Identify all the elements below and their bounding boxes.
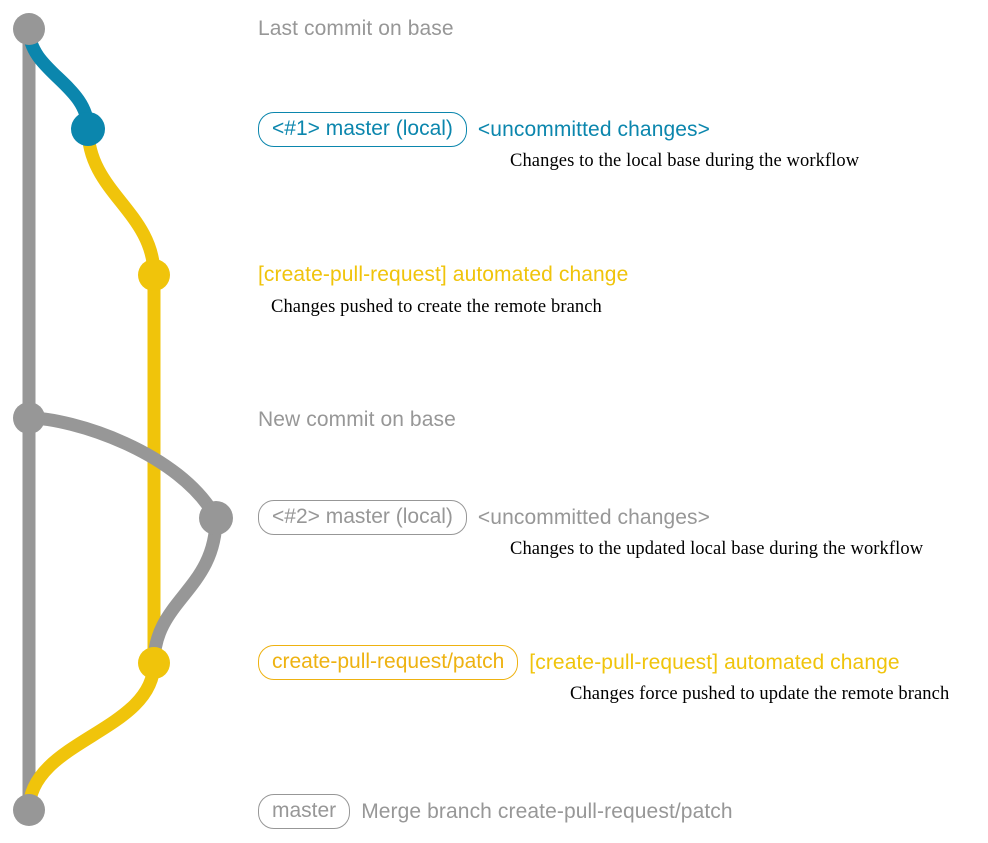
node-merge-commit <box>13 794 45 826</box>
node-remote-commit-1 <box>138 259 170 291</box>
node-remote-commit-2 <box>138 647 170 679</box>
desc-local-commit-2: Changes to the updated local base during… <box>510 539 924 559</box>
label-last-commit-on-base: Last commit on base <box>258 17 454 40</box>
desc-automated-change-2: Changes force pushed to update the remot… <box>570 684 950 704</box>
local-branch-line-1 <box>22 22 95 136</box>
desc-automated-change-1: Changes pushed to create the remote bran… <box>271 297 602 317</box>
remote-branch-line-1 <box>81 122 161 670</box>
label-uncommitted-changes-2: <uncommitted changes> <box>477 505 710 529</box>
node-base-commit-middle <box>13 402 45 434</box>
badge-master-local-2[interactable]: <#2> master (local) <box>258 500 467 535</box>
local-branch-line-2 <box>22 411 223 525</box>
label-uncommitted-changes-1: <uncommitted changes> <box>477 117 710 141</box>
row-local-commit-1: <#1> master (local) <uncommitted changes… <box>258 112 710 147</box>
remote-to-base-merge-line <box>22 656 161 817</box>
desc-local-commit-1: Changes to the local base during the wor… <box>510 151 860 171</box>
badge-master[interactable]: master <box>258 794 351 829</box>
node-local-commit-2 <box>199 501 233 535</box>
badge-master-local-1[interactable]: <#1> master (local) <box>258 112 467 147</box>
node-local-commit-1 <box>71 112 105 146</box>
row-automated-change-2: create-pull-request/patch [create-pull-r… <box>258 645 900 680</box>
label-automated-change-1: [create-pull-request] automated change <box>258 263 629 286</box>
node-base-commit-top <box>13 13 45 45</box>
label-merge-branch: Merge branch create-pull-request/patch <box>361 799 733 823</box>
row-local-commit-2: <#2> master (local) <uncommitted changes… <box>258 500 710 535</box>
row-merge-commit: master Merge branch create-pull-request/… <box>258 794 733 829</box>
local-to-remote-merge-line <box>147 511 223 670</box>
badge-create-pull-request-patch[interactable]: create-pull-request/patch <box>258 645 519 680</box>
label-new-commit-on-base: New commit on base <box>258 408 456 431</box>
label-automated-change-2: [create-pull-request] automated change <box>529 650 900 674</box>
git-graph <box>13 13 233 826</box>
